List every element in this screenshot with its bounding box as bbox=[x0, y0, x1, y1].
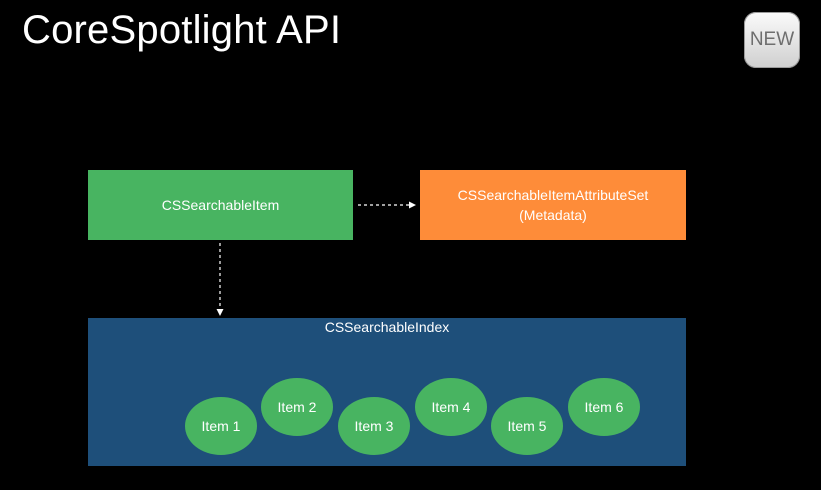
item-ellipse-1: Item 1 bbox=[185, 397, 257, 455]
item-label: Item 3 bbox=[354, 418, 394, 434]
item-ellipse-3: Item 3 bbox=[338, 397, 410, 455]
item-ellipse-4: Item 4 bbox=[415, 378, 487, 436]
item-to-attribute-arrow bbox=[358, 201, 416, 209]
item-label: Item 6 bbox=[584, 399, 624, 415]
item-label: Item 4 bbox=[431, 399, 471, 415]
item-ellipse-6: Item 6 bbox=[568, 378, 640, 436]
item-label: Item 2 bbox=[277, 399, 317, 415]
item-ellipse-5: Item 5 bbox=[491, 397, 563, 455]
new-badge-icon: NEW bbox=[744, 12, 800, 68]
item-label: Item 1 bbox=[201, 418, 241, 434]
attribute-set-box: CSSearchableItemAttributeSet (Metadata) bbox=[420, 170, 686, 240]
searchable-item-box: CSSearchableItem bbox=[88, 170, 353, 240]
item-label: Item 5 bbox=[507, 418, 547, 434]
searchable-item-label: CSSearchableItem bbox=[161, 197, 280, 213]
slide-title: CoreSpotlight API bbox=[22, 8, 342, 52]
item-to-index-arrow bbox=[216, 243, 224, 316]
attribute-set-label: CSSearchableItemAttributeSet bbox=[457, 187, 649, 203]
item-ellipse-2: Item 2 bbox=[261, 378, 333, 436]
attribute-set-sublabel: (Metadata) bbox=[519, 207, 587, 223]
searchable-index-label: CSSearchableIndex bbox=[324, 319, 450, 335]
searchable-index-box: CSSearchableIndex Item 1 Item 2 Item 3 I… bbox=[88, 318, 686, 466]
